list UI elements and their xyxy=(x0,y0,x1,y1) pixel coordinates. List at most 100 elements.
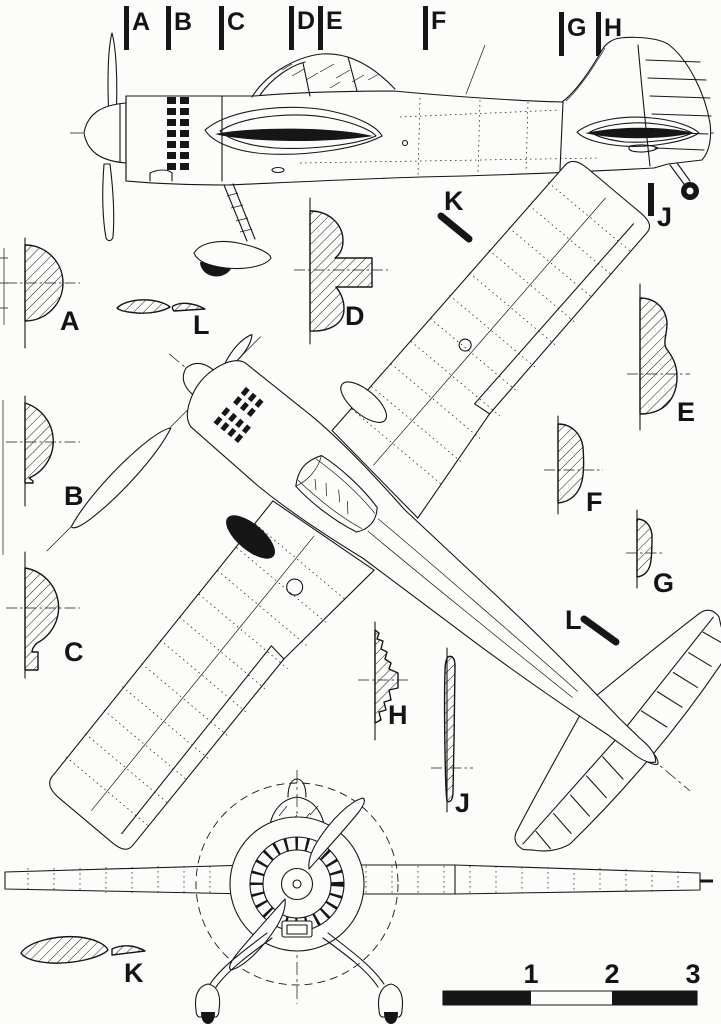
main-gear xyxy=(193,183,272,277)
station-marker-d: D xyxy=(289,6,315,50)
scale-bar: 1 2 3 xyxy=(442,959,701,1006)
side-view xyxy=(70,32,718,277)
station-label-a: A xyxy=(132,8,150,36)
station-label-b: B xyxy=(174,8,192,36)
section-e: E xyxy=(627,283,695,431)
station-marker-g: G xyxy=(559,12,586,56)
prop-disc xyxy=(195,782,399,986)
plan-louvers xyxy=(213,386,264,443)
callout-k-tick xyxy=(437,212,473,243)
station-label-e: E xyxy=(326,7,343,35)
propeller-blade-lower xyxy=(102,163,115,242)
front-spinner xyxy=(280,867,314,901)
section-j-shape xyxy=(443,655,456,803)
handhold xyxy=(271,166,285,174)
section-c-shape xyxy=(24,567,60,671)
section-d: D xyxy=(294,197,388,345)
section-f: F xyxy=(544,415,603,517)
plan-wing-right xyxy=(331,160,651,519)
callout-l: L xyxy=(565,605,620,646)
step-hole xyxy=(401,139,409,147)
plan-fuselage xyxy=(182,360,657,763)
plan-canopy xyxy=(295,454,378,533)
callout-k-label: K xyxy=(444,186,464,216)
section-j: J xyxy=(431,647,473,818)
cowl-panel xyxy=(125,95,223,182)
plan-wheel-spat-left xyxy=(226,515,275,559)
canopy xyxy=(251,53,396,98)
section-e-label: E xyxy=(677,397,695,427)
callout-j-label: J xyxy=(657,202,672,232)
section-f-shape xyxy=(557,423,585,504)
section-k-airfoil: K xyxy=(20,935,146,988)
station-marker-f: F xyxy=(423,6,446,50)
datum-ticks xyxy=(0,248,8,325)
station-markers: A B C D E F G H xyxy=(124,6,622,56)
tail-post xyxy=(559,101,564,171)
section-b-label: B xyxy=(64,481,84,511)
plan-wing-left xyxy=(49,500,375,850)
section-d-shape xyxy=(309,210,373,332)
scale-segment-3 xyxy=(612,991,697,1005)
station-label-c: C xyxy=(227,8,245,36)
callout-l-tick xyxy=(580,615,620,646)
plan-spinner-base xyxy=(192,369,214,395)
front-gear-right xyxy=(322,932,404,1024)
section-a-shape xyxy=(24,244,64,322)
section-g-shape xyxy=(636,518,653,578)
canopy-glare xyxy=(281,63,380,89)
station-label-d: D xyxy=(297,7,315,35)
section-f-label: F xyxy=(586,487,603,517)
section-k-label: K xyxy=(124,958,144,988)
front-gear-left xyxy=(194,932,273,1024)
front-blade-upper xyxy=(308,797,365,870)
plan-wheel-spat-right xyxy=(340,381,388,423)
plan-turtledeck xyxy=(367,518,579,698)
scale-segment-1 xyxy=(443,991,531,1005)
fuselage-stringers xyxy=(299,97,601,177)
plan-view xyxy=(46,160,721,852)
section-e-shape xyxy=(639,297,678,415)
section-g-label: G xyxy=(653,568,674,598)
callout-j-tick xyxy=(648,183,654,216)
station-label-g: G xyxy=(567,14,586,42)
scale-tick-2: 2 xyxy=(604,959,619,989)
station-label-h: H xyxy=(604,14,622,42)
section-j-label: J xyxy=(455,788,470,818)
callout-j: J xyxy=(648,183,672,232)
tailplane-profile xyxy=(576,116,700,153)
section-b-shape xyxy=(24,402,54,484)
section-g: G xyxy=(626,509,674,598)
section-h-shape xyxy=(374,629,399,724)
scale-tick-1: 1 xyxy=(523,959,538,989)
section-h: H xyxy=(358,621,408,741)
fuselage xyxy=(125,36,712,186)
plan-prop-blade-left xyxy=(70,427,172,529)
fin-rudder xyxy=(565,44,712,167)
scale-tick-3: 3 xyxy=(685,959,700,989)
section-l-airfoil: L xyxy=(116,299,210,340)
section-a: A xyxy=(0,237,80,349)
tail-wheel xyxy=(669,162,699,200)
callout-k: K xyxy=(437,186,473,243)
section-l-label: L xyxy=(193,310,210,340)
section-d-label: D xyxy=(345,301,365,331)
station-marker-b: B xyxy=(166,6,192,50)
cowl-louvers xyxy=(167,97,189,170)
station-marker-h: H xyxy=(596,12,622,56)
wing-root-profile xyxy=(204,106,383,155)
section-b: B xyxy=(2,395,84,555)
station-marker-e: E xyxy=(318,6,343,50)
station-marker-c: C xyxy=(219,6,245,50)
section-c-label: C xyxy=(64,637,84,667)
wheel-spat xyxy=(193,240,272,270)
section-a-label: A xyxy=(60,306,80,336)
carb-intake xyxy=(281,920,313,938)
section-c: C xyxy=(6,551,84,679)
section-h-label: H xyxy=(388,700,408,730)
canopy-frames xyxy=(259,56,358,97)
callout-l-label: L xyxy=(565,605,582,635)
front-view xyxy=(4,770,713,1024)
